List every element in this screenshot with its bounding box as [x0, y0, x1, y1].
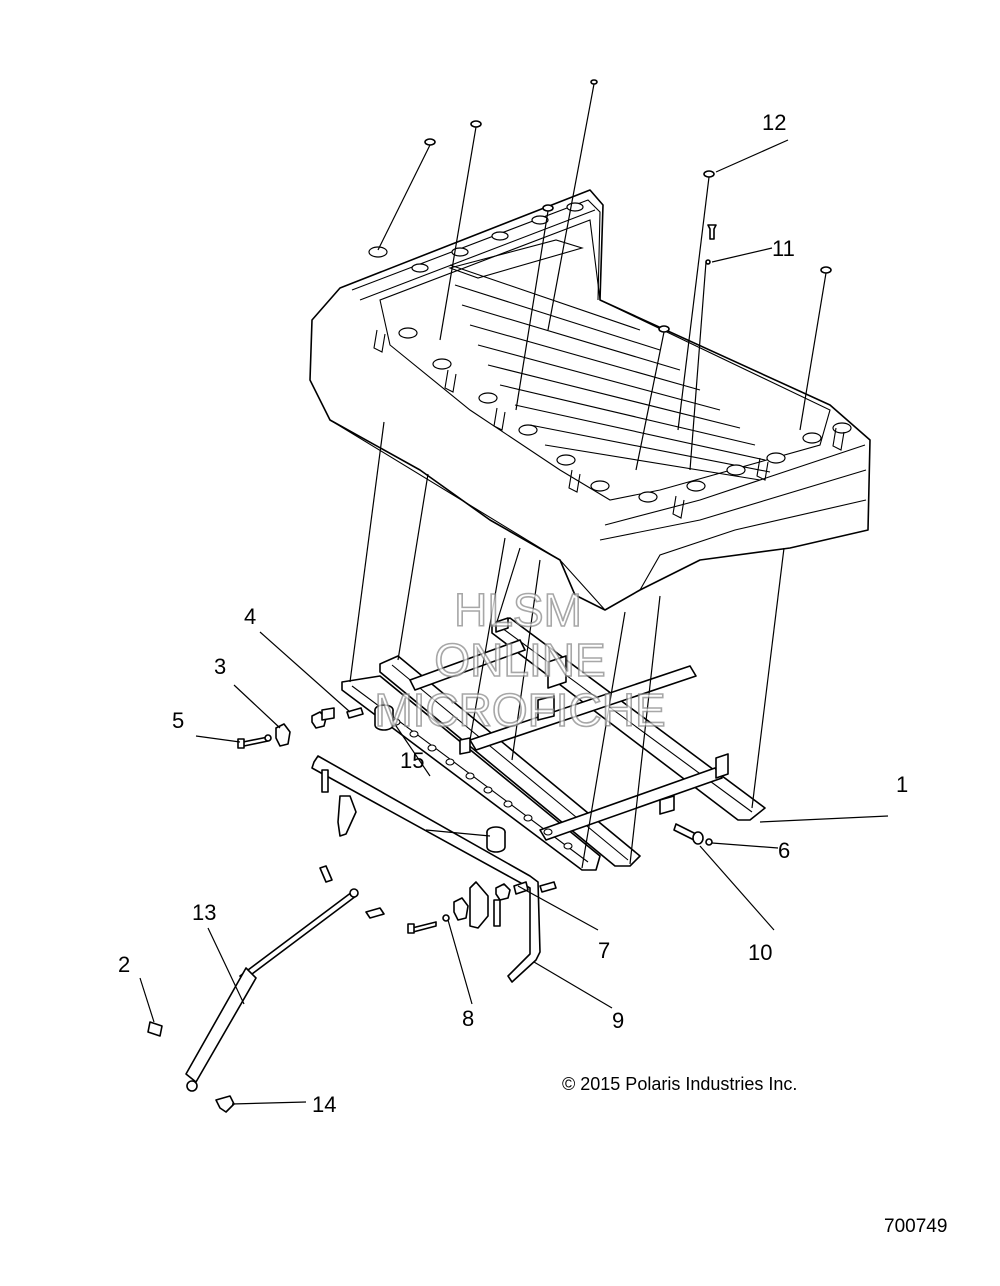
callout-12: 12 [762, 110, 786, 135]
watermark: HLSM ONLINE MICROFICHE [374, 583, 667, 737]
callout-13: 13 [192, 900, 216, 925]
callout-15: 15 [400, 748, 424, 773]
callout-leaders [139, 139, 889, 1105]
callout-6: 6 [778, 838, 790, 863]
screw-11 [689, 224, 717, 471]
frame-assembly [341, 617, 766, 871]
clip-14 [215, 1095, 235, 1113]
latch-rod [311, 755, 541, 983]
watermark-line-3: MICROFICHE [374, 684, 665, 736]
figure-number: 700749 [884, 1216, 947, 1237]
gas-strut-13 [185, 888, 359, 1092]
clamp-3 [264, 723, 291, 747]
callout-14: 14 [312, 1092, 336, 1117]
cargo-box [309, 189, 871, 611]
callout-numbers: 1 2 3 4 5 6 7 8 9 10 11 12 13 14 15 [118, 110, 908, 1117]
pin-4 [311, 707, 364, 729]
callout-1: 1 [896, 772, 908, 797]
clamp-8 [407, 897, 469, 934]
bolt-5 [237, 736, 269, 749]
pins [319, 865, 385, 919]
callout-2: 2 [118, 952, 130, 977]
bumper-15 [374, 704, 506, 853]
pin-6-bushing-10 [673, 823, 713, 846]
callout-10: 10 [748, 940, 772, 965]
callout-3: 3 [214, 654, 226, 679]
callout-7: 7 [598, 938, 610, 963]
watermark-line-2: ONLINE [434, 634, 605, 686]
copyright-text: © 2015 Polaris Industries Inc. [562, 1074, 797, 1094]
callout-9: 9 [612, 1008, 624, 1033]
callout-4: 4 [244, 604, 256, 629]
watermark-line-1: HLSM [454, 584, 582, 636]
callout-5: 5 [172, 708, 184, 733]
alignment-lines [349, 421, 785, 869]
push-rivets-12 [377, 79, 832, 471]
callout-8: 8 [462, 1006, 474, 1031]
fitting-2 [147, 1021, 163, 1037]
callout-11: 11 [772, 236, 795, 261]
